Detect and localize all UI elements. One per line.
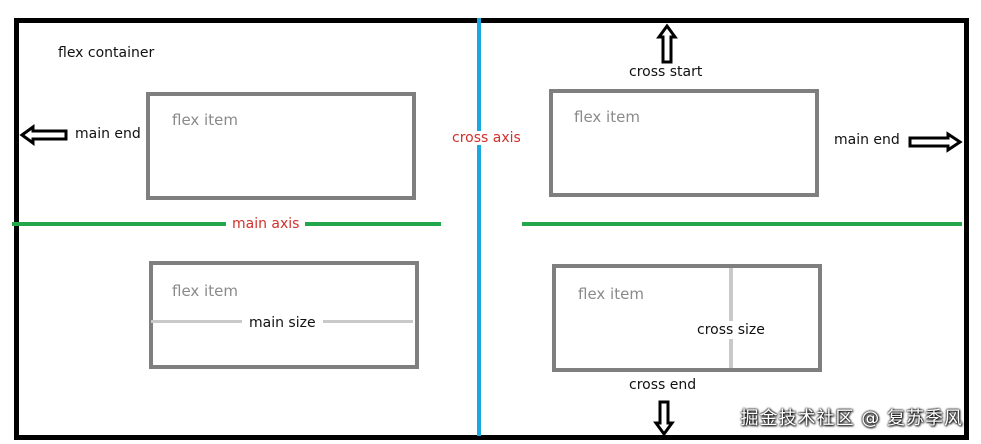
- cross-axis-label: cross axis: [446, 131, 527, 145]
- arrow-down-icon: [653, 400, 675, 437]
- flex-item-label-bottom-right: flex item: [578, 285, 644, 303]
- main-axis-label: main axis: [226, 217, 306, 231]
- cross-size-line: [729, 268, 733, 368]
- flex-item-top-left: [146, 92, 416, 200]
- cross-start-label: cross start: [629, 64, 703, 80]
- flex-item-label-top-right: flex item: [574, 108, 640, 126]
- watermark: 掘金技术社区 @ 复苏季风: [740, 408, 963, 429]
- flex-item-bottom-left: [149, 261, 419, 369]
- main-end-label-left: main end: [75, 126, 141, 142]
- cross-size-label: cross size: [693, 321, 769, 339]
- flex-item-bottom-right: [552, 264, 822, 372]
- main-axis-line-right: [522, 222, 962, 226]
- main-end-label-right: main end: [834, 132, 900, 148]
- arrow-left-icon: [19, 124, 68, 146]
- flex-item-top-right: [549, 89, 819, 197]
- arrow-right-icon: [908, 131, 963, 153]
- arrow-up-icon: [656, 23, 678, 64]
- flex-item-label-top-left: flex item: [172, 111, 238, 129]
- cross-end-label: cross end: [629, 377, 697, 393]
- flex-item-label-bottom-left: flex item: [172, 282, 238, 300]
- flex-container-label: flex container: [58, 45, 155, 61]
- cross-axis-line: [477, 18, 481, 436]
- flex-container: [14, 18, 969, 440]
- main-size-label: main size: [242, 316, 323, 330]
